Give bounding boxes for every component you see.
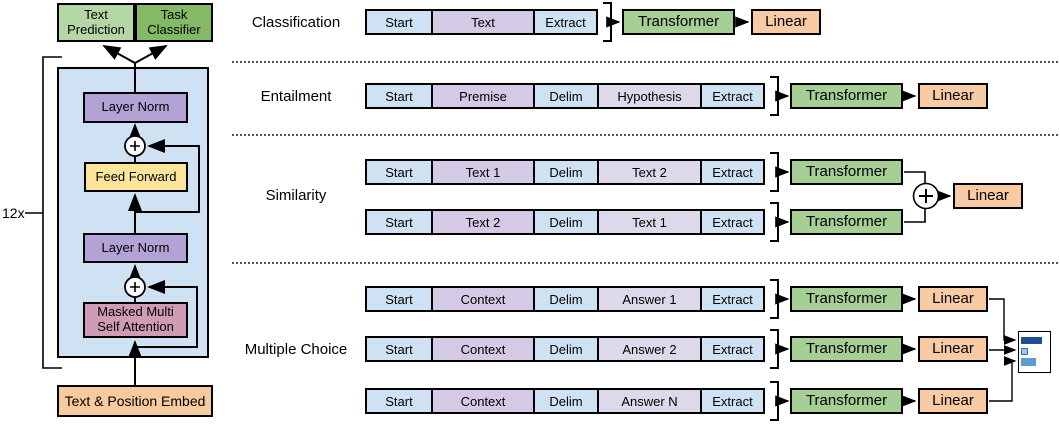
- repeat-12x-label: 12x: [2, 205, 25, 221]
- segment-text: Text: [431, 11, 533, 33]
- similarity-transformer-box-1: Transformer: [790, 159, 903, 185]
- segment-answer1: Answer 1: [597, 288, 700, 310]
- sum-add-icon: [912, 182, 940, 210]
- multiple-choice-input-row-3: Start Context Delim Answer N Extract: [365, 388, 765, 414]
- segment-delim: Delim: [533, 161, 597, 183]
- segment-start: Start: [367, 211, 431, 233]
- layer-norm-bottom-box: Layer Norm: [83, 233, 188, 263]
- masked-attention-box: Masked Multi Self Attention: [83, 302, 188, 338]
- separator-line: [232, 61, 1058, 63]
- entailment-input-row: Start Premise Delim Hypothesis Extract: [365, 83, 765, 109]
- multiple-choice-transformer-box-1: Transformer: [790, 286, 903, 312]
- segment-extract: Extract: [700, 390, 763, 412]
- segment-start: Start: [367, 11, 431, 33]
- separator-line: [232, 262, 1058, 264]
- segment-text1: Text 1: [597, 211, 700, 233]
- text-prediction-box: Text Prediction: [57, 3, 135, 42]
- multiple-choice-linear-box-1: Linear: [918, 286, 988, 312]
- segment-delim: Delim: [533, 338, 597, 360]
- segment-start: Start: [367, 161, 431, 183]
- multiple-choice-linear-box-3: Linear: [918, 388, 988, 414]
- layer-norm-top-box: Layer Norm: [83, 92, 188, 123]
- segment-extract: Extract: [700, 211, 763, 233]
- segment-text2: Text 2: [431, 211, 533, 233]
- segment-text1: Text 1: [431, 161, 533, 183]
- multiple-choice-transformer-box-2: Transformer: [790, 336, 903, 362]
- answer-bar-3: [1020, 357, 1036, 366]
- segment-start: Start: [367, 338, 431, 360]
- segment-premise: Premise: [431, 85, 533, 107]
- multiple-choice-input-row-1: Start Context Delim Answer 1 Extract: [365, 286, 765, 312]
- entailment-transformer-box: Transformer: [790, 83, 903, 109]
- similarity-input-row-2: Start Text 2 Delim Text 1 Extract: [365, 209, 765, 235]
- feed-forward-box: Feed Forward: [84, 162, 188, 192]
- similarity-linear-box: Linear: [953, 183, 1023, 209]
- segment-context: Context: [431, 338, 533, 360]
- multiple-choice-transformer-box-3: Transformer: [790, 388, 903, 414]
- embed-box: Text & Position Embed: [57, 385, 213, 417]
- segment-extract: Extract: [700, 338, 763, 360]
- segment-context: Context: [431, 390, 533, 412]
- segment-answerN: Answer N: [597, 390, 700, 412]
- classification-linear-box: Linear: [751, 9, 821, 35]
- segment-text2: Text 2: [597, 161, 700, 183]
- segment-extract: Extract: [533, 11, 596, 33]
- multiple-choice-label: Multiple Choice: [244, 341, 348, 358]
- segment-extract: Extract: [700, 161, 763, 183]
- entailment-linear-box: Linear: [918, 83, 988, 109]
- similarity-input-row-1: Start Text 1 Delim Text 2 Extract: [365, 159, 765, 185]
- segment-start: Start: [367, 390, 431, 412]
- answer-bar-2: [1020, 347, 1028, 355]
- segment-start: Start: [367, 288, 431, 310]
- segment-delim: Delim: [533, 85, 597, 107]
- similarity-transformer-box-2: Transformer: [790, 209, 903, 235]
- multiple-choice-input-row-2: Start Context Delim Answer 2 Extract: [365, 336, 765, 362]
- choice-output-wires: [989, 298, 1017, 402]
- separator-line: [232, 134, 1058, 136]
- segment-start: Start: [367, 85, 431, 107]
- segment-delim: Delim: [533, 390, 597, 412]
- segment-extract: Extract: [700, 288, 763, 310]
- answer-bar-1: [1020, 337, 1042, 344]
- answer-distribution-chart: [1018, 331, 1051, 373]
- segment-delim: Delim: [533, 211, 597, 233]
- classification-label: Classification: [251, 14, 341, 31]
- classification-input-row: Start Text Extract: [365, 9, 598, 35]
- similarity-label: Similarity: [265, 187, 327, 204]
- segment-context: Context: [431, 288, 533, 310]
- multiple-choice-linear-box-2: Linear: [918, 336, 988, 362]
- classification-transformer-box: Transformer: [622, 9, 735, 35]
- segment-hypothesis: Hypothesis: [597, 85, 700, 107]
- segment-extract: Extract: [700, 85, 763, 107]
- segment-delim: Delim: [533, 288, 597, 310]
- task-classifier-box: Task Classifier: [135, 3, 213, 42]
- entailment-label: Entailment: [260, 88, 332, 105]
- segment-answer2: Answer 2: [597, 338, 700, 360]
